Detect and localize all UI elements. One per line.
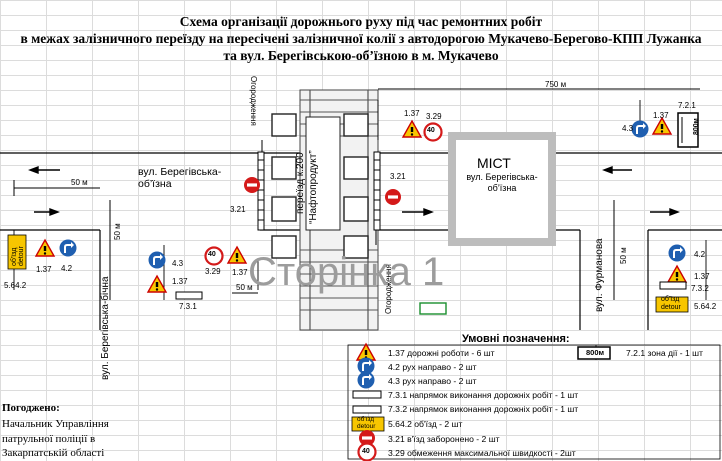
detour-text-top: об'їзд (661, 296, 680, 303)
distance-50-right-vertical: 50 м (619, 247, 628, 264)
dimension-lines (13, 88, 700, 300)
detour-sign-icon (7, 234, 27, 270)
crossing-slabs-left (271, 113, 297, 259)
turn-right-icon (58, 238, 78, 258)
sign-code: 3.21 (390, 172, 406, 181)
approval-line: Начальник Управління (2, 418, 109, 430)
crossing-label-2: “Нафтопродукт” (308, 150, 319, 224)
crossing-label-1: переїзд к.200 (295, 152, 306, 214)
legend-detour-bottom: detour (357, 423, 376, 430)
sign-code: 3.29 (205, 267, 221, 276)
sign-code: 4.3 (172, 259, 184, 268)
fence-label-top: Огородження (249, 76, 258, 126)
distance-50-center: 50 м (236, 283, 253, 292)
sign-code: 5.64.2 (694, 302, 717, 311)
turn-left-icon (147, 250, 167, 270)
fence-right-hatch (374, 159, 380, 221)
legend-item: 3.21 в'їзд заборонено - 2 шт (388, 434, 500, 444)
road-works-icon (402, 120, 422, 138)
legend-item: 1.37 дорожні роботи - 6 шт (388, 348, 495, 358)
distance-750: 750 м (545, 80, 567, 89)
bridge-inner (456, 140, 548, 238)
sign-code: 1.37 (404, 109, 420, 118)
fence-left (257, 151, 265, 231)
sign-code: 7.2.1 (678, 101, 696, 110)
approval-heading: Погоджено: (2, 402, 60, 414)
legend-detour-top: об'їзд (357, 416, 375, 423)
sign-code: 1.37 (36, 265, 52, 274)
distance-50-left-vertical: 50 м (113, 223, 122, 240)
legend-zone-item: 7.2.1 зона дії - 1 шт (626, 348, 703, 358)
legend-direction-plate-2 (352, 405, 382, 414)
detour-text-bottom: detour (661, 304, 681, 311)
bridge-label: МІСТ (477, 155, 511, 171)
zone-plate-icon (677, 112, 699, 148)
sign-code: 4.3 (622, 124, 634, 133)
sign-code: 1.37 (172, 277, 188, 286)
direction-plate-icon (175, 291, 203, 300)
legend-item: 7.3.2 напрямок виконання дорожніх робіт … (388, 404, 579, 414)
fence-left-hatch (258, 159, 264, 221)
street-furmanova-label: вул. Фурманова (594, 238, 605, 312)
zone-plate-value: 800м (693, 118, 700, 135)
turn-right-icon (667, 243, 687, 263)
legend-box (347, 344, 721, 460)
road-works-icon (652, 117, 672, 135)
street-bypass-label: вул. Берегівська-об’їзна (138, 166, 222, 190)
legend-speed-value: 40 (362, 448, 370, 455)
page-watermark: Сторінка 1 (248, 250, 445, 294)
title-line-1: Схема організації дорожнього руху під ча… (179, 14, 543, 29)
legend-title: Умовні позначення: (462, 333, 570, 345)
legend-item: 7.3.1 напрямок виконання дорожніх робіт … (388, 390, 579, 400)
no-entry-icon (385, 189, 401, 205)
legend-item: 4.3 рух направо - 2 шт (388, 376, 477, 386)
sign-code: 1.37 (232, 268, 248, 277)
road-works-icon (35, 239, 55, 257)
sign-code: 1.37 (694, 272, 710, 281)
sign-code: 4.2 (694, 250, 706, 259)
sign-code: 5.64.2 (4, 281, 27, 290)
legend-item: 3.29 обмеження максимальної швидкості - … (388, 448, 576, 458)
detour-sign-icon (655, 296, 689, 313)
legend-item: 5.64.2 об'їзд - 2 шт (388, 419, 463, 429)
road-works-icon (667, 265, 687, 283)
approval-line: Закарпатській області (2, 447, 105, 459)
sign-code: 3.29 (426, 112, 442, 121)
legend-item: 4.2 рух направо - 2 шт (388, 362, 477, 372)
sign-code: 1.37 (653, 111, 669, 120)
road-works-icon (227, 246, 247, 264)
sign-code: 7.3.2 (691, 284, 709, 293)
speed-limit-value: 40 (427, 127, 435, 134)
crossing-slabs-right (343, 113, 369, 259)
sign-code: 7.3.1 (179, 302, 197, 311)
sign-code: 3.21 (230, 205, 246, 214)
title-line-2: в межах залізничного переїзду на пересіч… (20, 31, 702, 46)
fence-right (373, 151, 381, 231)
road-works-icon (147, 275, 167, 293)
title-line-3: та вул. Берегівською-об’їзною в м. Мукач… (223, 48, 499, 63)
distance-50-left: 50 м (71, 178, 88, 187)
traffic-arrows (28, 165, 680, 217)
legend-direction-plate-1 (352, 390, 382, 399)
crossing-label-box (305, 116, 341, 231)
detour-text-bottom: detour (18, 246, 25, 266)
selected-cell (419, 302, 447, 315)
legend-turn-left-icon (356, 370, 376, 390)
legend-zone-plate-icon (577, 346, 611, 360)
sign-code: 4.2 (61, 264, 73, 273)
speed-limit-value: 40 (208, 251, 216, 258)
turn-right-icon (630, 119, 650, 139)
detour-text-top: об'їзд (11, 247, 18, 266)
street-side-label: вул. Берегівська-бічна (100, 276, 111, 380)
bridge-sublabel: вул. Берегівська-об’їзна (466, 172, 538, 193)
legend-zone-plate-value: 800м (586, 348, 605, 357)
approval-line: патрульної поліції в (2, 433, 96, 445)
direction-plate-icon (659, 281, 687, 290)
